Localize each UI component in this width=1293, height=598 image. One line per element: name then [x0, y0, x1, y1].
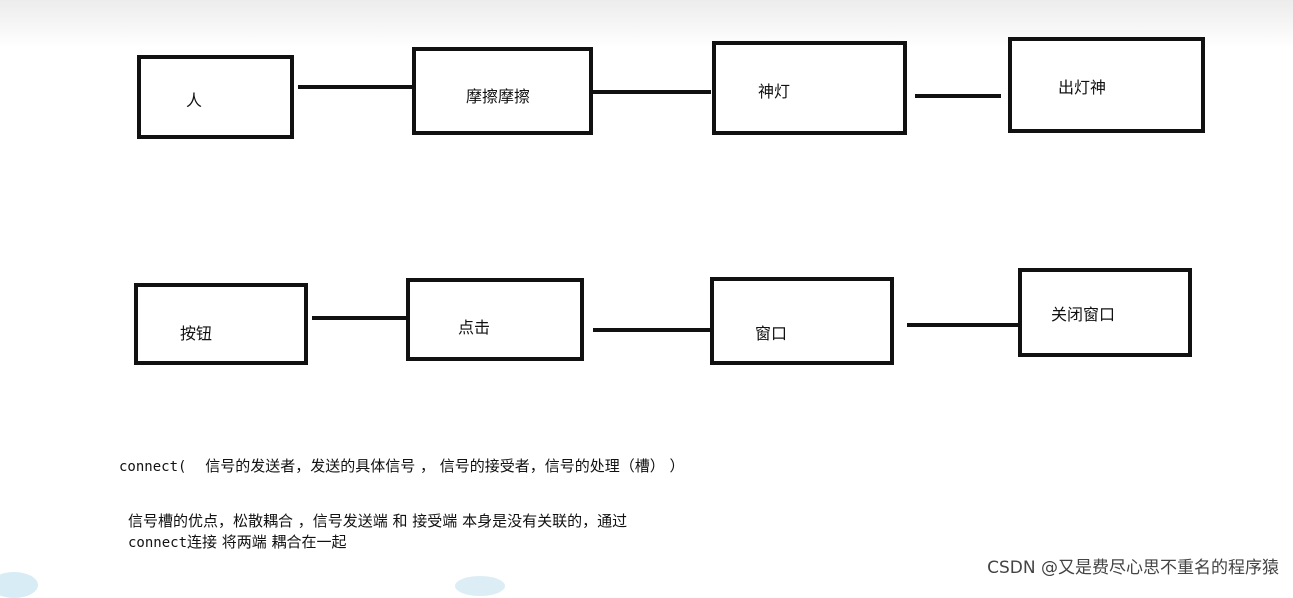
box-magic-lamp-label: 神灯 [758, 82, 791, 101]
box-window: 窗口 [710, 277, 894, 365]
csdn-watermark: CSDN @又是费尽心思不重名的程序猿 [987, 558, 1279, 578]
decorative-blob [0, 572, 38, 598]
box-window-label: 窗口 [755, 324, 788, 343]
decorative-blob [455, 576, 505, 596]
connect-signature: connect( 信号的发送者，发送的具体信号 ， 信号的接受者，信号的处理（槽… [119, 455, 685, 476]
box-magic-lamp: 神灯 [712, 41, 907, 135]
box-click: 点击 [406, 278, 584, 361]
connector-line [593, 90, 711, 94]
advantage-line-2: connect连接 将两端 耦合在一起 [128, 531, 347, 552]
box-genie-out: 出灯神 [1008, 37, 1205, 133]
connect-function-name: connect( [119, 459, 187, 475]
box-rub: 摩擦摩擦 [412, 47, 593, 135]
box-person: 人 [137, 55, 294, 139]
advantage-connect-code: connect [128, 535, 188, 551]
box-click-label: 点击 [458, 318, 491, 337]
connector-line [915, 94, 1001, 98]
box-button-label: 按钮 [180, 324, 213, 343]
box-genie-out-label: 出灯神 [1058, 78, 1107, 97]
box-button: 按钮 [134, 283, 308, 365]
advantage-line-1: 信号槽的优点，松散耦合 ，信号发送端 和 接受端 本身是没有关联的，通过 [128, 512, 628, 530]
connector-line [298, 85, 413, 89]
box-rub-label: 摩擦摩擦 [466, 87, 531, 106]
box-close-window: 关闭窗口 [1018, 268, 1192, 357]
box-person-label: 人 [186, 91, 203, 110]
connect-arguments: 信号的发送者，发送的具体信号 ， 信号的接受者，信号的处理（槽） ） [205, 457, 685, 475]
connector-line [593, 328, 712, 332]
connector-line [907, 323, 1021, 327]
connector-line [312, 316, 409, 320]
advantage-line-2-rest: 连接 将两端 耦合在一起 [187, 533, 347, 551]
box-close-window-label: 关闭窗口 [1051, 305, 1116, 324]
